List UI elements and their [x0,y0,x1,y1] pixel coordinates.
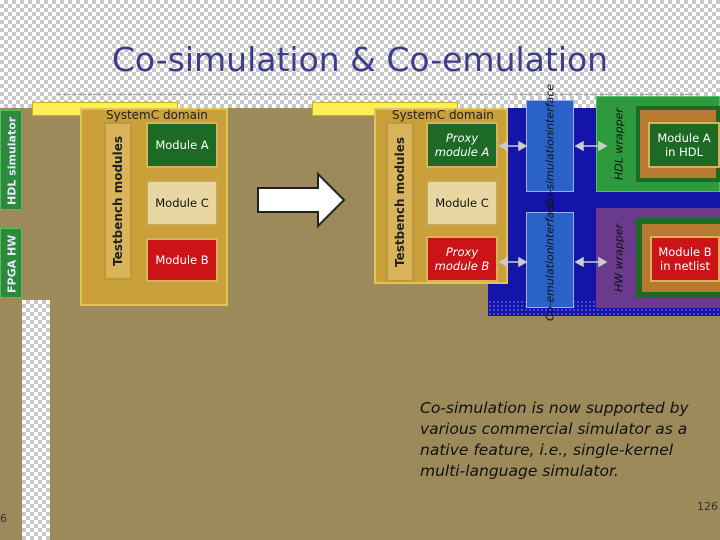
page-number: 126 [697,500,718,513]
proxy-module-a-line2: module A [434,145,490,159]
left-domain-label: SystemC domain [106,108,208,122]
sidebar-fpga-hw: FPGA HW [0,228,22,298]
module-a-in-hdl-line1: Module A [657,131,711,145]
left-module-c: Module C [146,180,218,226]
right-domain-label: SystemC domain [392,108,494,122]
caption-line-3: native feature, i.e., single-kernel [420,441,674,459]
module-b-in-netlist-line2: in netlist [660,259,710,273]
right-testbench: Testbench modules [386,122,414,282]
transform-arrow [257,171,346,229]
left-testbench: Testbench modules [104,122,132,280]
checker-top-strip [0,0,720,108]
module-b-in-netlist-line1: Module B [658,245,712,259]
slide-title: Co-simulation & Co-emulation [111,40,609,79]
proxy-module-b-line2: module B [434,259,490,273]
right-module-c: Module C [426,180,498,226]
corner-number: 6 [0,512,7,525]
checker-top-left-block [0,0,30,108]
left-module-b: Module B [146,238,218,282]
arrow-proxy-a-to-cosim [498,140,528,152]
proxy-module-a: Proxy module A [426,122,498,168]
sidebar-hdl-simulator: HDL simulator [0,110,22,210]
proxy-module-b-line1: Proxy [445,245,479,259]
caption-line-1: Co-simulation is now supported by [420,399,689,417]
arrow-coemu-to-hw [574,256,608,268]
module-b-in-netlist: Module B in netlist [650,236,720,282]
coemulation-interface: Co-emulation interface [526,199,574,321]
caption-line-2: various commercial simulator as a [420,420,688,438]
proxy-module-a-line1: Proxy [445,131,479,145]
left-module-a: Module A [146,122,218,168]
checker-left-column [22,300,50,540]
caption: Co-simulation is now supported by variou… [420,398,716,482]
proxy-module-b: Proxy module B [426,236,498,282]
module-a-in-hdl-line2: in HDL [664,145,704,159]
title-underline [58,94,698,95]
arrow-cosim-to-hdl [574,140,608,152]
caption-line-4: multi-language simulator. [420,462,619,480]
arrow-proxy-b-to-coemu [498,256,528,268]
module-a-in-hdl: Module A in HDL [648,122,720,168]
